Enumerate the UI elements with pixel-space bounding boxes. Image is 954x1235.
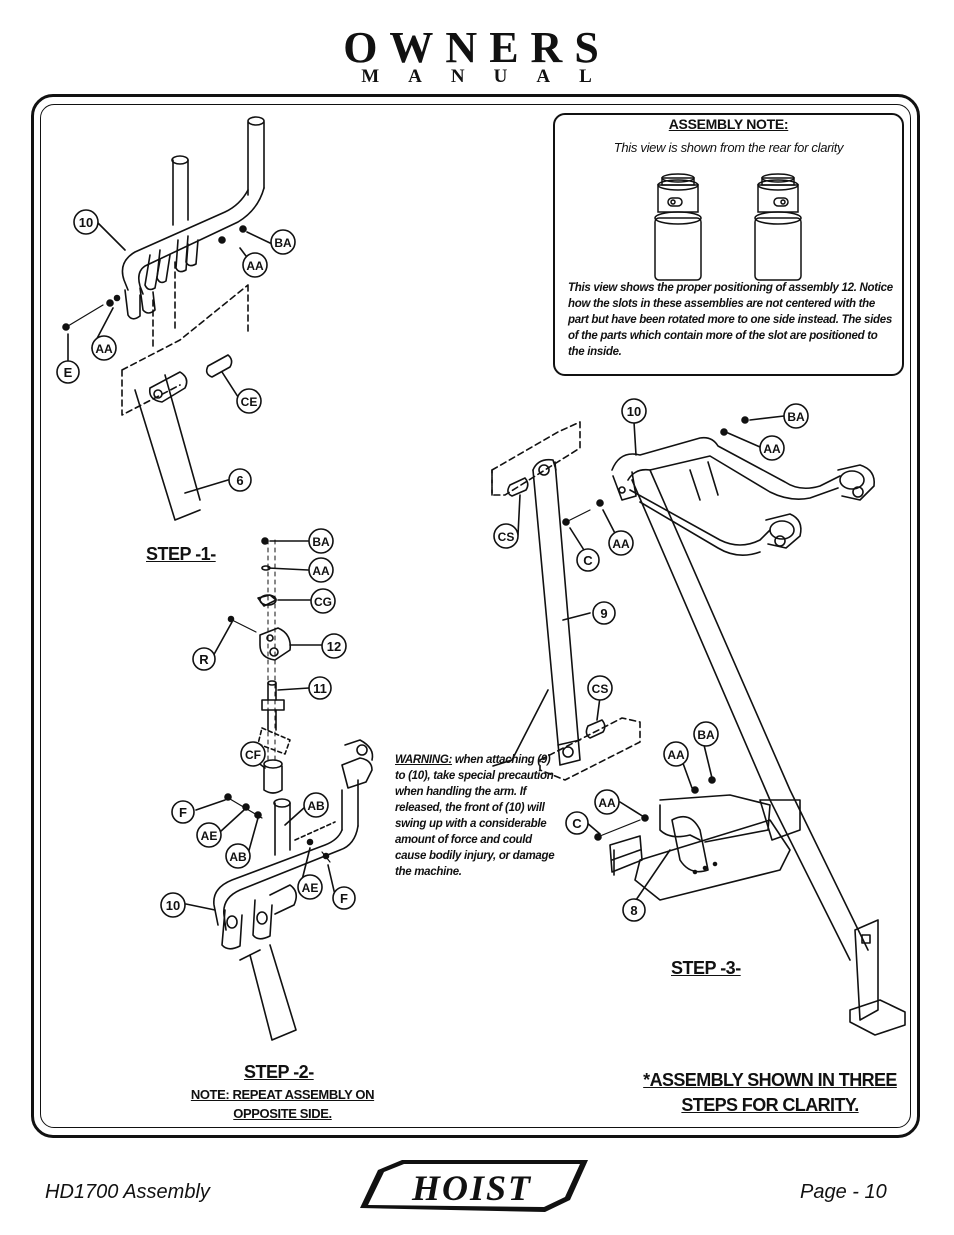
callout-ae: AE <box>302 881 319 895</box>
step3-heading: STEP -3- <box>671 958 741 978</box>
callout-cs: CS <box>498 530 515 544</box>
manual-title: OWNERS <box>343 23 611 72</box>
callout-aa: AA <box>312 564 330 578</box>
assembly-note-body: This view shows the proper positioning o… <box>568 282 893 358</box>
callout-r: R <box>199 652 209 667</box>
assembly-note-title: ASSEMBLY NOTE: <box>668 116 789 132</box>
callout-aa: AA <box>667 748 685 762</box>
callout-cf: CF <box>245 748 261 762</box>
callout-ce: CE <box>241 395 258 409</box>
callout-c: C <box>583 553 593 568</box>
step1-heading: STEP -1- <box>146 544 216 564</box>
callout-10: 10 <box>79 215 93 230</box>
callout-ab: AB <box>229 850 247 864</box>
callout-aa: AA <box>95 342 113 356</box>
warning-body: when attaching (9) to (10), take special… <box>395 754 555 878</box>
step2-heading: STEP -2- <box>244 1062 314 1082</box>
assembly-shown-line1: *ASSEMBLY SHOWN IN THREE <box>643 1070 897 1090</box>
callout-6: 6 <box>236 473 243 488</box>
callout-aa: AA <box>612 537 630 551</box>
callout-f: F <box>340 891 348 906</box>
callout-ba: BA <box>312 535 330 549</box>
callout-circles <box>56 209 809 922</box>
callout-c: C <box>572 816 582 831</box>
callout-f: F <box>179 805 187 820</box>
step3-drawing <box>491 415 906 1036</box>
warning-text: WARNING: when attaching (9) to (10), tak… <box>395 752 555 880</box>
callout-aa: AA <box>246 259 264 273</box>
callout-ba: BA <box>274 236 292 250</box>
assembly-note-subtitle: This view is shown from the rear for cla… <box>613 140 844 155</box>
callout-ab: AB <box>307 799 325 813</box>
step2-note-line2: OPPOSITE SIDE. <box>233 1106 332 1121</box>
assembly-note-parts <box>654 173 802 281</box>
step2-note: NOTE: REPEAT ASSEMBLY ON OPPOSITE SIDE. <box>160 1085 405 1123</box>
footer-page-number: Page - 10 <box>800 1181 887 1203</box>
assembly-shown-line2: STEPS FOR CLARITY. <box>681 1095 859 1115</box>
callout-aa: AA <box>763 442 781 456</box>
callout-12: 12 <box>327 639 341 654</box>
callout-10: 10 <box>627 404 641 419</box>
callout-8: 8 <box>630 903 637 918</box>
footer-document-title: HD1700 Assembly <box>45 1181 210 1203</box>
manual-subtitle: MANUAL <box>361 66 621 87</box>
warning-label: WARNING: <box>395 754 453 766</box>
step1-drawing <box>62 116 271 521</box>
page-frame-inner <box>40 104 911 1128</box>
callout-aa: AA <box>598 796 616 810</box>
assembly-shown-note: *ASSEMBLY SHOWN IN THREE STEPS FOR CLARI… <box>605 1068 935 1118</box>
callout-ba: BA <box>697 728 715 742</box>
callout-ae: AE <box>201 829 218 843</box>
hoist-logo: HOIST <box>360 1160 588 1212</box>
page-frame-outer <box>31 94 920 1138</box>
step2-drawing <box>185 537 374 1041</box>
logo-text: HOIST <box>411 1168 532 1208</box>
callout-labels: 10 BA AA AA E CE 6 BA AA CG R 12 11 CF F… <box>64 215 805 918</box>
assembly-note-box <box>553 113 904 376</box>
callout-ba: BA <box>787 410 805 424</box>
callout-10: 10 <box>166 898 180 913</box>
step2-note-line1: NOTE: REPEAT ASSEMBLY ON <box>190 1087 375 1102</box>
callout-e: E <box>64 365 73 380</box>
callout-9: 9 <box>600 606 607 621</box>
callout-cg: CG <box>314 595 332 609</box>
callout-11: 11 <box>313 681 327 696</box>
callout-cs: CS <box>592 682 609 696</box>
